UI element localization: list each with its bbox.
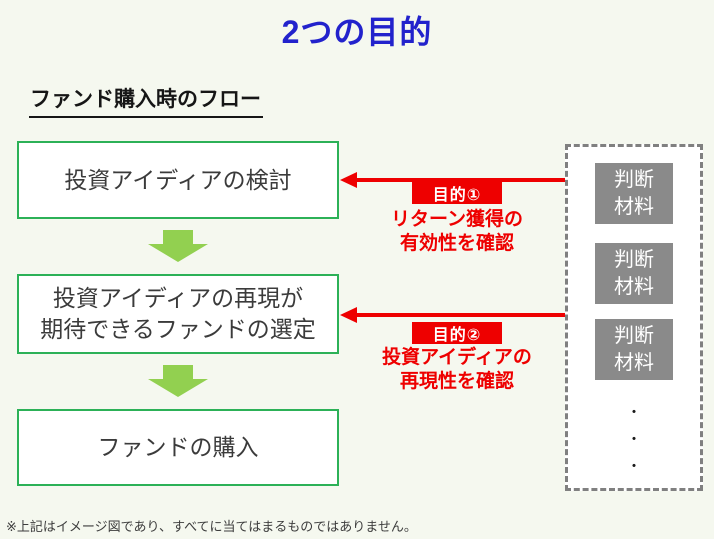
purpose-2-badge: 目的② xyxy=(412,322,502,344)
footnote: ※上記はイメージ図であり、すべてに当てはまるものではありません。 xyxy=(6,519,417,534)
down-arrow-icon xyxy=(148,230,208,262)
material-box: 判断 材料 xyxy=(595,243,673,304)
down-arrow-icon xyxy=(148,365,208,397)
page-title: 2つの目的 xyxy=(281,14,433,50)
purpose-2-description: 投資アイディアの 再現性を確認 xyxy=(382,347,532,392)
purpose-1-badge: 目的① xyxy=(412,182,502,204)
flow-step-label: 投資アイディアの検討 xyxy=(64,166,292,193)
flow-step-idea-review: 投資アイディアの検討 xyxy=(17,141,339,219)
flow-step-fund-selection: 投資アイディアの再現が 期待できるファンドの選定 xyxy=(17,274,339,354)
flow-step-fund-purchase: ファンドの購入 xyxy=(17,409,339,486)
ellipsis-dots: ・ ・ ・ xyxy=(626,404,642,475)
section-heading: ファンド購入時のフロー xyxy=(29,83,263,118)
flow-step-label: ファンドの購入 xyxy=(97,434,259,460)
left-arrow-icon xyxy=(340,306,566,324)
left-arrow-icon xyxy=(340,171,566,189)
material-box: 判断 材料 xyxy=(595,163,673,224)
flow-step-label: 投資アイディアの再現が 期待できるファンドの選定 xyxy=(40,285,316,342)
materials-panel: 判断 材料 判断 材料 判断 材料 ・ ・ ・ xyxy=(565,144,703,491)
material-box: 判断 材料 xyxy=(595,319,673,380)
purpose-1-description: リターン獲得の 有効性を確認 xyxy=(390,209,524,254)
